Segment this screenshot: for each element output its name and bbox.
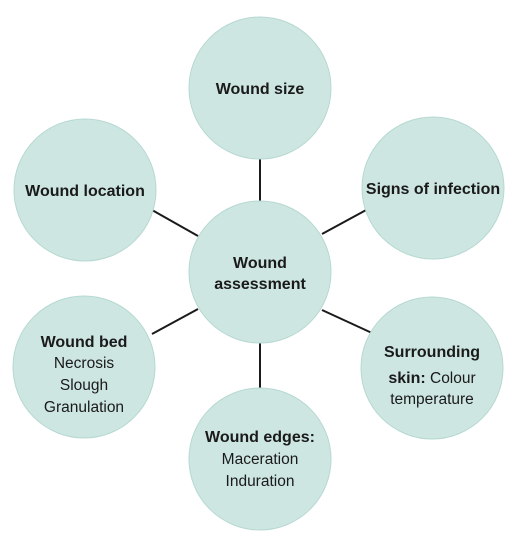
connector-wound-location bbox=[151, 209, 199, 237]
node-wound-location: Wound location bbox=[13, 118, 157, 262]
node-circle bbox=[361, 116, 505, 260]
node-item: Necrosis bbox=[54, 355, 115, 372]
node-wound-bed: Wound bed Necrosis Slough Granulation bbox=[12, 295, 156, 439]
node-circle bbox=[188, 387, 332, 531]
center-label-line2: assessment bbox=[214, 276, 306, 293]
node-item: Maceration bbox=[222, 451, 299, 468]
node-surrounding-skin: Surrounding skin: Colour temperature bbox=[360, 296, 504, 440]
connector-surrounding-skin bbox=[321, 309, 373, 334]
node-title: Wound bed bbox=[41, 334, 128, 351]
node-wound-size: Wound size bbox=[188, 16, 332, 160]
node-label: Signs of infection bbox=[366, 181, 500, 198]
node-signs-of-infection: Signs of infection bbox=[361, 116, 505, 260]
node-label-bold: skin: bbox=[388, 370, 425, 387]
center-circle bbox=[188, 200, 332, 344]
connector-wound-bed bbox=[151, 308, 199, 335]
node-circle bbox=[360, 296, 504, 440]
node-label: Wound location bbox=[25, 183, 145, 200]
node-circle bbox=[188, 16, 332, 160]
node-title: Wound edges: bbox=[205, 429, 315, 446]
node-item: Slough bbox=[60, 377, 108, 394]
node-circle bbox=[12, 295, 156, 439]
connector-signs-of-infection bbox=[321, 208, 369, 235]
connectors bbox=[151, 158, 373, 392]
node-item: Induration bbox=[226, 473, 295, 490]
node-label-rest: Colour bbox=[426, 370, 476, 387]
node-label-line2: skin: Colour bbox=[388, 370, 475, 387]
node-wound-edges: Wound edges: Maceration Induration bbox=[188, 387, 332, 531]
node-item: Granulation bbox=[44, 399, 124, 416]
node-circle bbox=[13, 118, 157, 262]
node-label-line1: Surrounding bbox=[384, 344, 480, 361]
node-wound-assessment: Wound assessment bbox=[188, 200, 332, 344]
node-label-line3: temperature bbox=[390, 391, 474, 408]
node-label: Wound size bbox=[216, 81, 305, 98]
center-label-line1: Wound bbox=[233, 255, 287, 272]
